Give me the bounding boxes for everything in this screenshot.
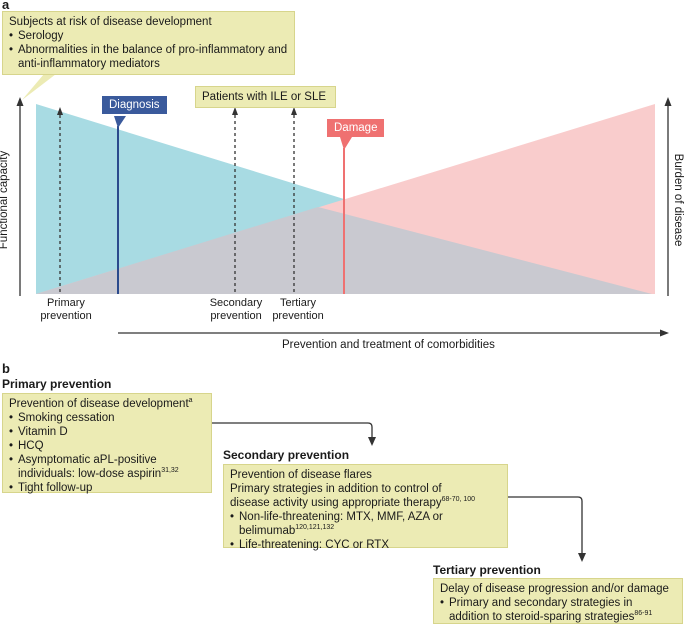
left-axis-arrowhead	[16, 97, 24, 106]
panel-b-connectors	[212, 422, 586, 562]
comorbidities-label: Prevention and treatment of comorbiditie…	[282, 339, 495, 351]
primary-prevention-box: Prevention of disease developmenta Smoki…	[2, 393, 212, 495]
burden-of-disease-label: Burden of disease	[672, 153, 684, 247]
primary-heading: Prevention of disease developmenta	[9, 397, 205, 411]
secondary-prevention-title: Secondary prevention	[223, 448, 350, 462]
primary-item-follow-up: Tight follow-up	[9, 481, 205, 495]
tertiary-item1-line2: addition to steroid-sparing strategies	[449, 611, 635, 623]
secondary-line3-text: disease activity using appropriate thera…	[230, 497, 442, 509]
secondary-prevention-arrow	[232, 107, 238, 292]
panel-a-letter: a	[2, 0, 10, 12]
primary-item-vitamin-d: Vitamin D	[9, 425, 205, 439]
damage-tag-tail	[340, 137, 352, 150]
secondary-to-tertiary-arrowhead	[578, 553, 586, 562]
subjects-at-risk-box: Subjects at risk of disease development …	[2, 11, 295, 75]
primary-prevention-title: Primary prevention	[2, 377, 112, 391]
primary-item-smoking: Smoking cessation	[9, 411, 205, 425]
tertiary-prevention-label: Tertiary prevention	[266, 297, 330, 323]
secondary-line1: Prevention of disease flares	[230, 469, 372, 481]
primary-item-hcq: HCQ	[9, 439, 205, 453]
right-axis-arrowhead	[664, 97, 672, 106]
comorbidities-arrowhead	[660, 329, 669, 337]
aspirin-sup: 31,32	[161, 467, 179, 475]
secondary-prevention-box: Prevention of disease flares Primary str…	[223, 464, 508, 552]
tertiary-item-strategies: Primary and secondary strategies in addi…	[440, 596, 676, 624]
secondary-prevention-label: Secondary prevention	[203, 297, 269, 323]
subjects-box-tail	[22, 74, 56, 100]
secondary-item-non-life-threatening: Non-life-threatening: MTX, MMF, AZA or b…	[230, 510, 501, 538]
primary-item-aspirin: Asymptomatic aPL-positive individuals: l…	[9, 453, 205, 481]
tertiary-prevention-title: Tertiary prevention	[433, 563, 541, 577]
secondary-label-line1: Secondary	[209, 297, 263, 309]
secondary-line3: disease activity using appropriate thera…	[230, 496, 501, 510]
primary-to-secondary-connector	[212, 422, 373, 438]
tertiary-line1: Delay of disease progression and/or dama…	[440, 583, 669, 595]
primary-label-line1: Primary	[47, 297, 85, 309]
subjects-item-mediators: Abnormalities in the balance of pro-infl…	[9, 43, 288, 71]
aspirin-line1: Asymptomatic aPL-positive	[18, 454, 157, 466]
secondary-to-tertiary-connector	[508, 496, 583, 554]
panel-a-diagram	[16, 74, 672, 337]
secondary-line3-sup: 68-70, 100	[441, 496, 476, 504]
secondary-line2: Primary strategies in addition to contro…	[230, 483, 442, 495]
tertiary-item1-line1: Primary and secondary strategies in	[449, 597, 633, 609]
primary-prevention-arrow	[57, 107, 63, 292]
aspirin-line2: individuals: low-dose aspirin	[18, 468, 162, 480]
subjects-box-title: Subjects at risk of disease development	[9, 16, 212, 28]
diagnosis-tag: Diagnosis	[102, 96, 167, 114]
secondary-item1-line2: belimumab	[239, 525, 296, 537]
patients-box: Patients with ILE or SLE	[195, 86, 336, 108]
tertiary-prevention-arrow	[291, 107, 297, 292]
primary-prevention-label: Primary prevention	[36, 297, 96, 323]
tertiary-item1-sup: 86-91	[634, 610, 653, 618]
tertiary-label-line1: Tertiary	[279, 297, 317, 309]
tertiary-prevention-box: Delay of disease progression and/or dama…	[433, 578, 683, 624]
secondary-item-life-threatening: Life-threatening: CYC or RTX	[230, 538, 501, 552]
primary-to-secondary-arrowhead	[368, 437, 376, 446]
subjects-item-serology: Serology	[9, 29, 288, 43]
damage-tag: Damage	[327, 119, 385, 137]
functional-capacity-label: Functional capacity	[0, 150, 10, 250]
secondary-label-line2: prevention	[210, 310, 262, 322]
primary-heading-sup: a	[188, 397, 193, 405]
primary-label-line2: prevention	[40, 310, 92, 322]
diagnosis-tag-tail	[114, 116, 126, 128]
panel-b-letter: b	[2, 361, 10, 376]
tertiary-label-line2: prevention	[272, 310, 324, 322]
secondary-item1-sup: 120,121,132	[295, 524, 335, 532]
secondary-item1-line1: Non-life-threatening: MTX, MMF, AZA or	[239, 511, 443, 523]
primary-heading-text: Prevention of disease development	[9, 398, 189, 410]
